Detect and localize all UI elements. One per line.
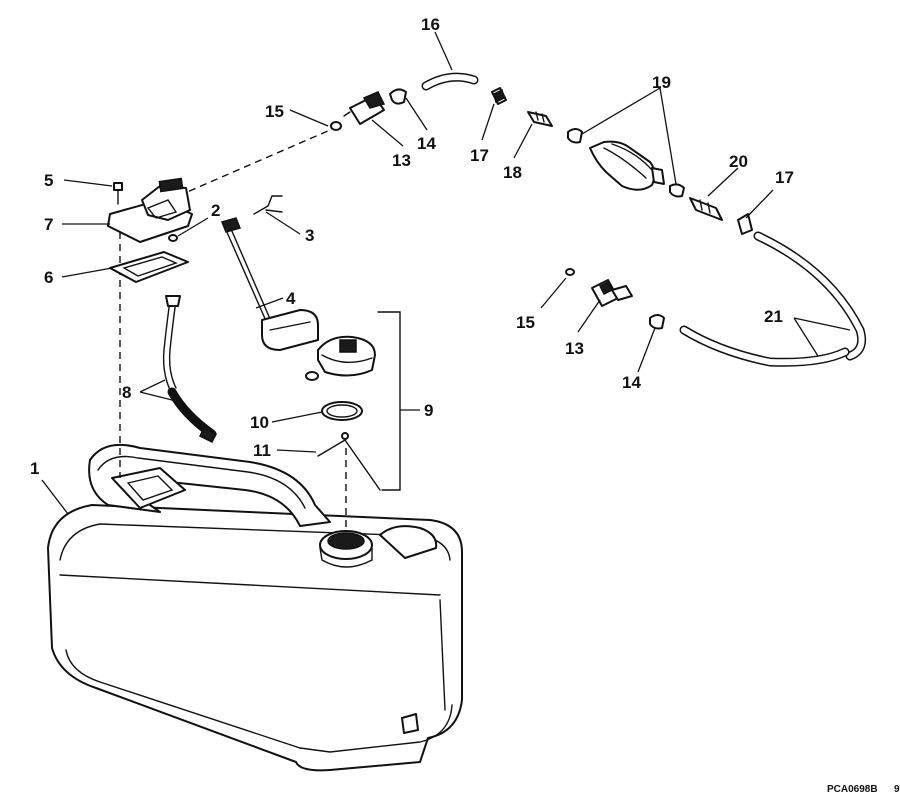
fuel-line-connectors <box>330 72 753 235</box>
engine-connector <box>565 268 665 330</box>
callout-20: 20 <box>729 152 748 171</box>
callout-labels: 1 2 3 4 5 6 7 8 9 10 11 13 13 14 14 15 1… <box>30 15 794 478</box>
callout-9: 9 <box>424 401 433 420</box>
callout-15-right: 15 <box>516 313 535 332</box>
callout-6: 6 <box>44 268 53 287</box>
callout-17-right: 17 <box>775 168 794 187</box>
callout-14-right: 14 <box>622 373 641 392</box>
filler-cap <box>305 335 381 491</box>
figure-code: PCA0698B <box>827 784 878 795</box>
fuel-hose <box>679 231 867 367</box>
pickup-tube <box>162 295 218 444</box>
callout-1: 1 <box>30 459 39 478</box>
bracket-9 <box>377 311 401 491</box>
float-arm <box>220 195 319 351</box>
callout-2: 2 <box>211 201 220 220</box>
callout-19: 19 <box>652 73 671 92</box>
callout-7: 7 <box>44 215 53 234</box>
callout-17-top: 17 <box>470 146 489 165</box>
callout-18: 18 <box>503 163 522 182</box>
corner-mark: 9 <box>894 784 900 795</box>
callout-16: 16 <box>421 15 440 34</box>
gauge-assembly <box>107 177 193 283</box>
fuel-tank <box>47 444 463 772</box>
callout-5: 5 <box>44 171 53 190</box>
callout-15-top: 15 <box>265 102 284 121</box>
leader-lines <box>41 31 851 515</box>
callout-4: 4 <box>286 289 296 308</box>
callout-14-top: 14 <box>417 134 436 153</box>
callout-3: 3 <box>305 226 314 245</box>
callout-13-right: 13 <box>565 339 584 358</box>
callout-21: 21 <box>764 307 783 326</box>
callout-11: 11 <box>253 441 271 460</box>
assembly-line-connector <box>177 129 331 197</box>
callout-13-top: 13 <box>392 151 411 170</box>
callout-10: 10 <box>250 413 269 432</box>
callout-8: 8 <box>122 383 131 402</box>
